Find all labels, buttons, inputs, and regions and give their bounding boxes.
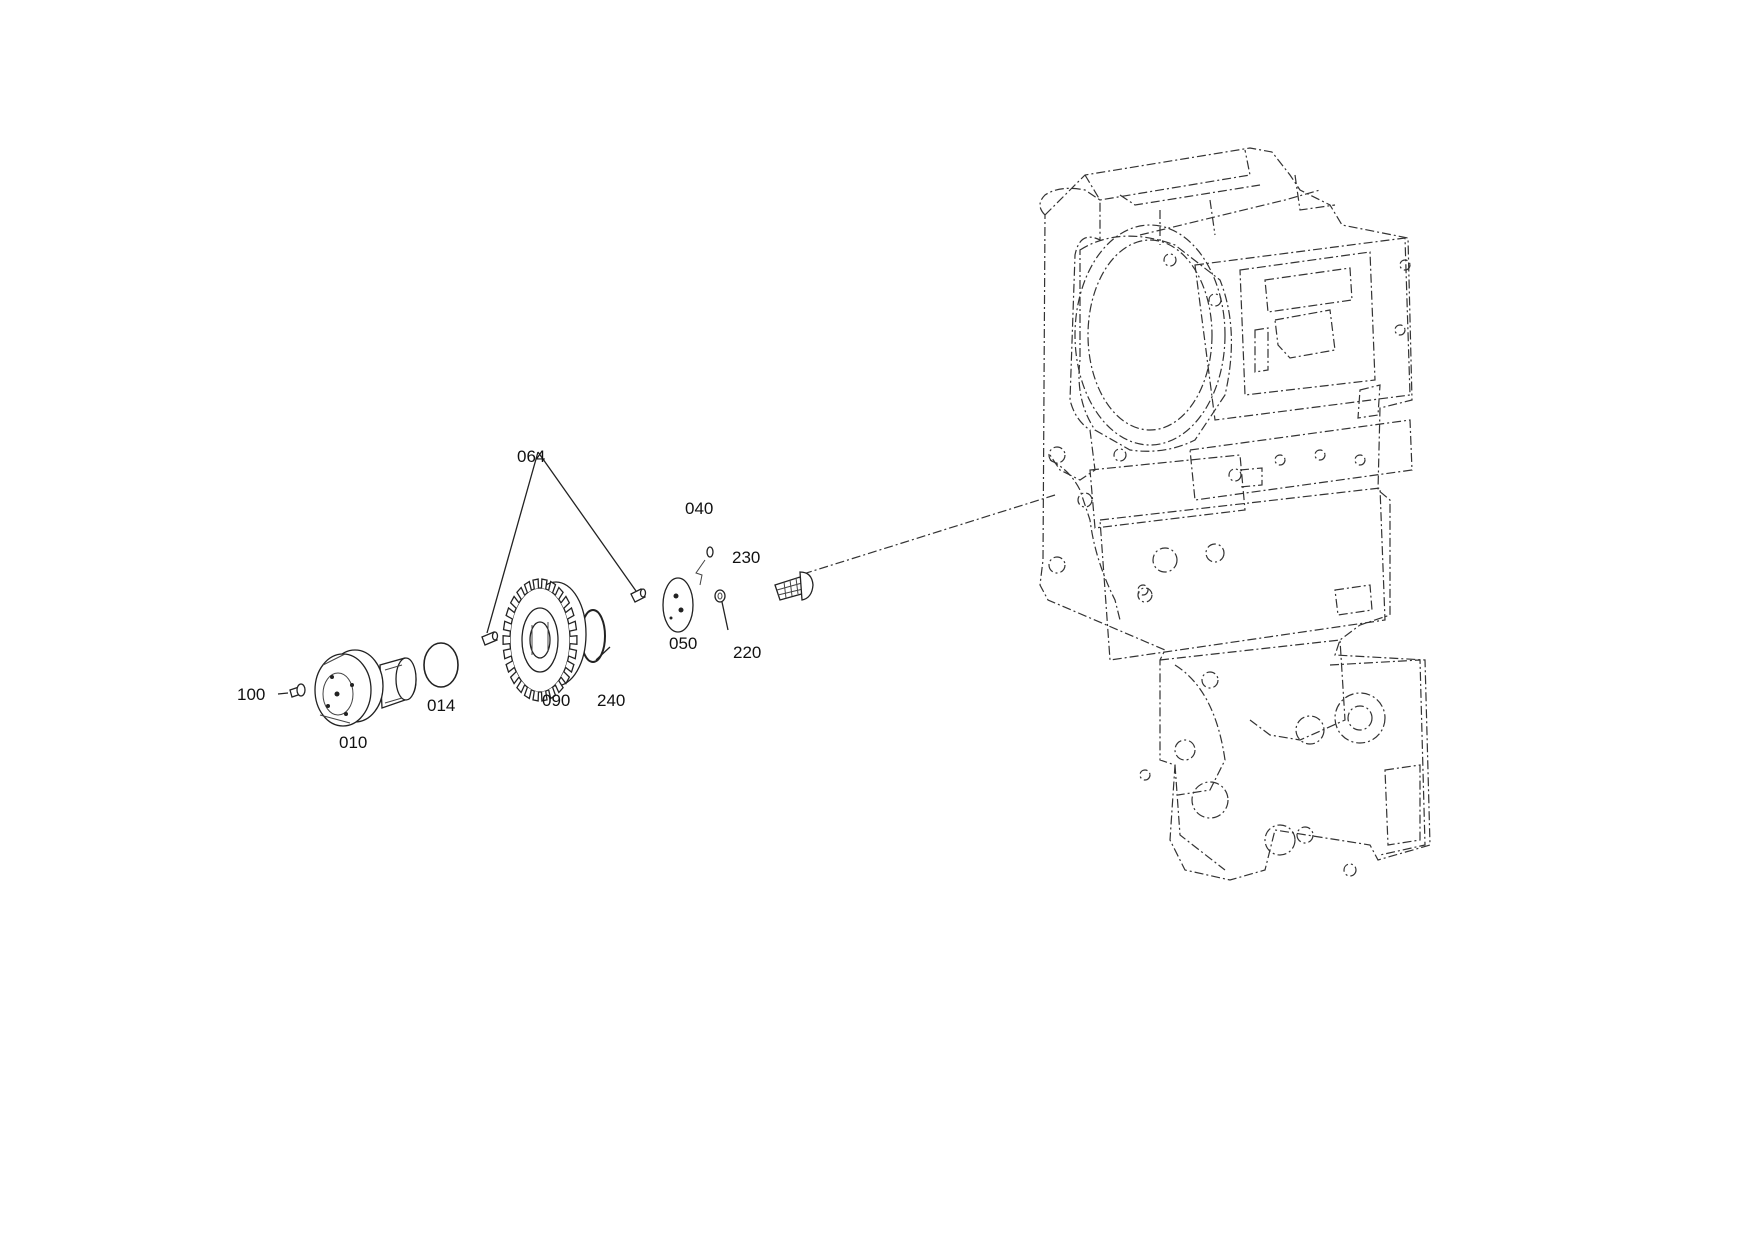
gear-tooth [509,595,520,609]
gear-tooth [516,586,526,600]
gear-tooth [502,635,511,645]
gear-tooth [560,595,571,609]
part-090-gear [502,578,587,702]
gear-tooth [502,648,512,660]
callout-090: 090 [542,691,570,710]
gear-tooth [505,660,515,674]
part-010-shaft-flange [314,649,417,727]
gear-tooth [560,671,571,685]
gear-tooth [505,606,515,620]
part-220-washer [714,589,726,603]
part-040-pin [695,546,714,586]
gear-tooth [502,620,512,632]
part-064-pin-left [481,631,499,646]
gear-tooth [532,578,540,590]
gear-tooth [568,620,578,632]
gear-tooth [523,686,532,700]
gear-tooth [548,580,557,594]
assembly-axis-line [799,494,1056,576]
gear-tooth [554,586,564,600]
gear-tooth [516,680,526,694]
gear-tooth [532,690,540,702]
gear-tooth [568,648,578,660]
leader-lines [486,451,729,661]
part-014-o-ring [423,642,459,688]
gear-tooth [554,680,564,694]
part-100-screw [277,683,306,698]
transmission-housing [1039,147,1431,881]
gear-tooth [565,660,575,674]
gear-tooth [509,671,520,685]
callout-050: 050 [669,634,697,653]
callout-220: 220 [733,643,761,662]
callout-010: 010 [339,733,367,752]
callout-230: 230 [732,548,760,567]
callout-100: 100 [237,685,265,704]
callout-240: 240 [597,691,625,710]
gear-tooth [540,578,548,590]
callout-064: 064 [517,447,545,466]
gear-tooth [548,686,557,700]
callout-040: 040 [685,499,713,518]
gear-tooth [540,690,548,702]
callout-014: 014 [427,696,455,715]
gear-tooth [565,606,575,620]
gear-tooth [569,635,578,645]
part-064-pin-right [630,588,647,603]
gear-tooth [523,580,532,594]
part-230-bolt [774,571,814,601]
part-050-disc [662,577,694,633]
